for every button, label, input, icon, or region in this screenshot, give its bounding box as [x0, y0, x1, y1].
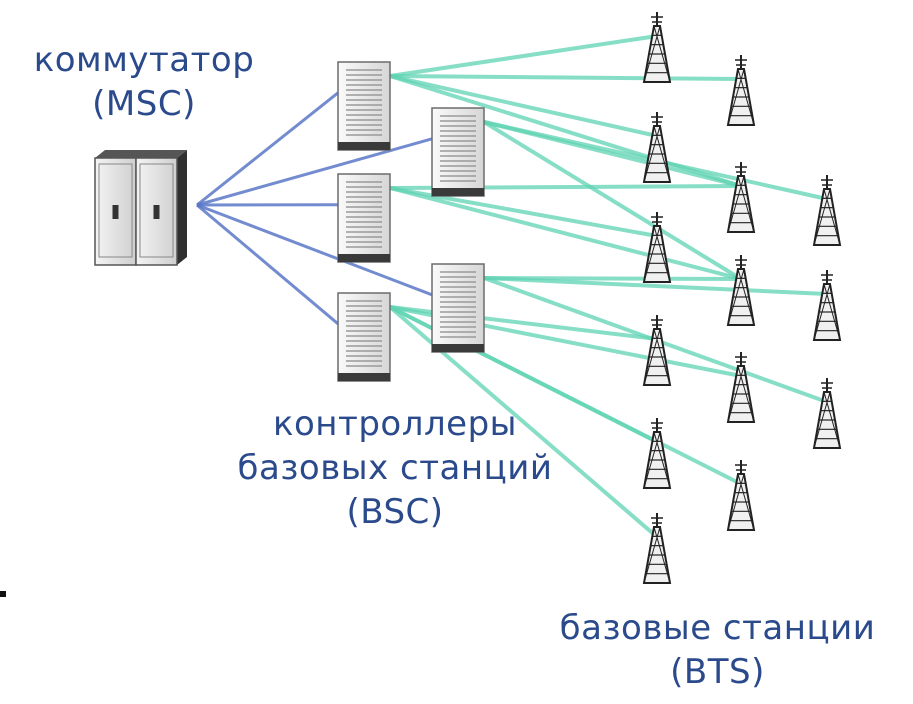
msc-label-line1: коммутатор: [8, 38, 280, 82]
msc-label-line2: (MSC): [8, 82, 280, 126]
server-tower-icon: [338, 293, 390, 381]
radio-tower-icon: [644, 418, 670, 488]
bsc-label-line1: контроллеры: [200, 402, 590, 446]
bsc-bts-link: [390, 188, 657, 236]
bts-label-line1: базовые станции: [525, 606, 910, 650]
radio-tower-icon: [644, 513, 670, 583]
bsc-label-line3: (BSC): [200, 490, 590, 534]
radio-tower-icon: [814, 270, 840, 340]
bts-label: базовые станции (BTS): [525, 606, 910, 694]
bsc-label: контроллеры базовых станций (BSC): [200, 402, 590, 535]
radio-tower-icon: [644, 315, 670, 385]
radio-tower-icon: [728, 55, 754, 125]
radio-tower-icon: [728, 352, 754, 422]
radio-tower-icon: [814, 378, 840, 448]
radio-tower-icon: [728, 460, 754, 530]
radio-tower-icon: [728, 162, 754, 232]
bullet-dot: [0, 591, 6, 597]
server-tower-icon: [432, 108, 484, 196]
bts-label-line2: (BTS): [525, 650, 910, 694]
msc-bsc-link: [197, 205, 432, 295]
radio-tower-icon: [644, 112, 670, 182]
server-tower-icon: [338, 174, 390, 262]
server-tower-icon: [338, 62, 390, 150]
bsc-bts-link: [390, 36, 657, 76]
bts-towers: [644, 12, 840, 583]
msc-label: коммутатор (MSC): [8, 38, 280, 126]
bsc-bts-link: [390, 76, 741, 79]
bsc-label-line2: базовых станций: [200, 446, 590, 490]
msc-bsc-link: [197, 205, 338, 324]
radio-tower-icon: [814, 175, 840, 245]
server-tower-icon: [432, 264, 484, 352]
msc-switch: [95, 150, 187, 265]
server-rack-icon: [95, 150, 187, 265]
radio-tower-icon: [644, 12, 670, 82]
bsc-controllers: [338, 62, 484, 381]
bsc-bts-link: [390, 76, 657, 136]
msc-bsc-link: [197, 139, 432, 205]
msc-bsc-links: [197, 93, 432, 324]
